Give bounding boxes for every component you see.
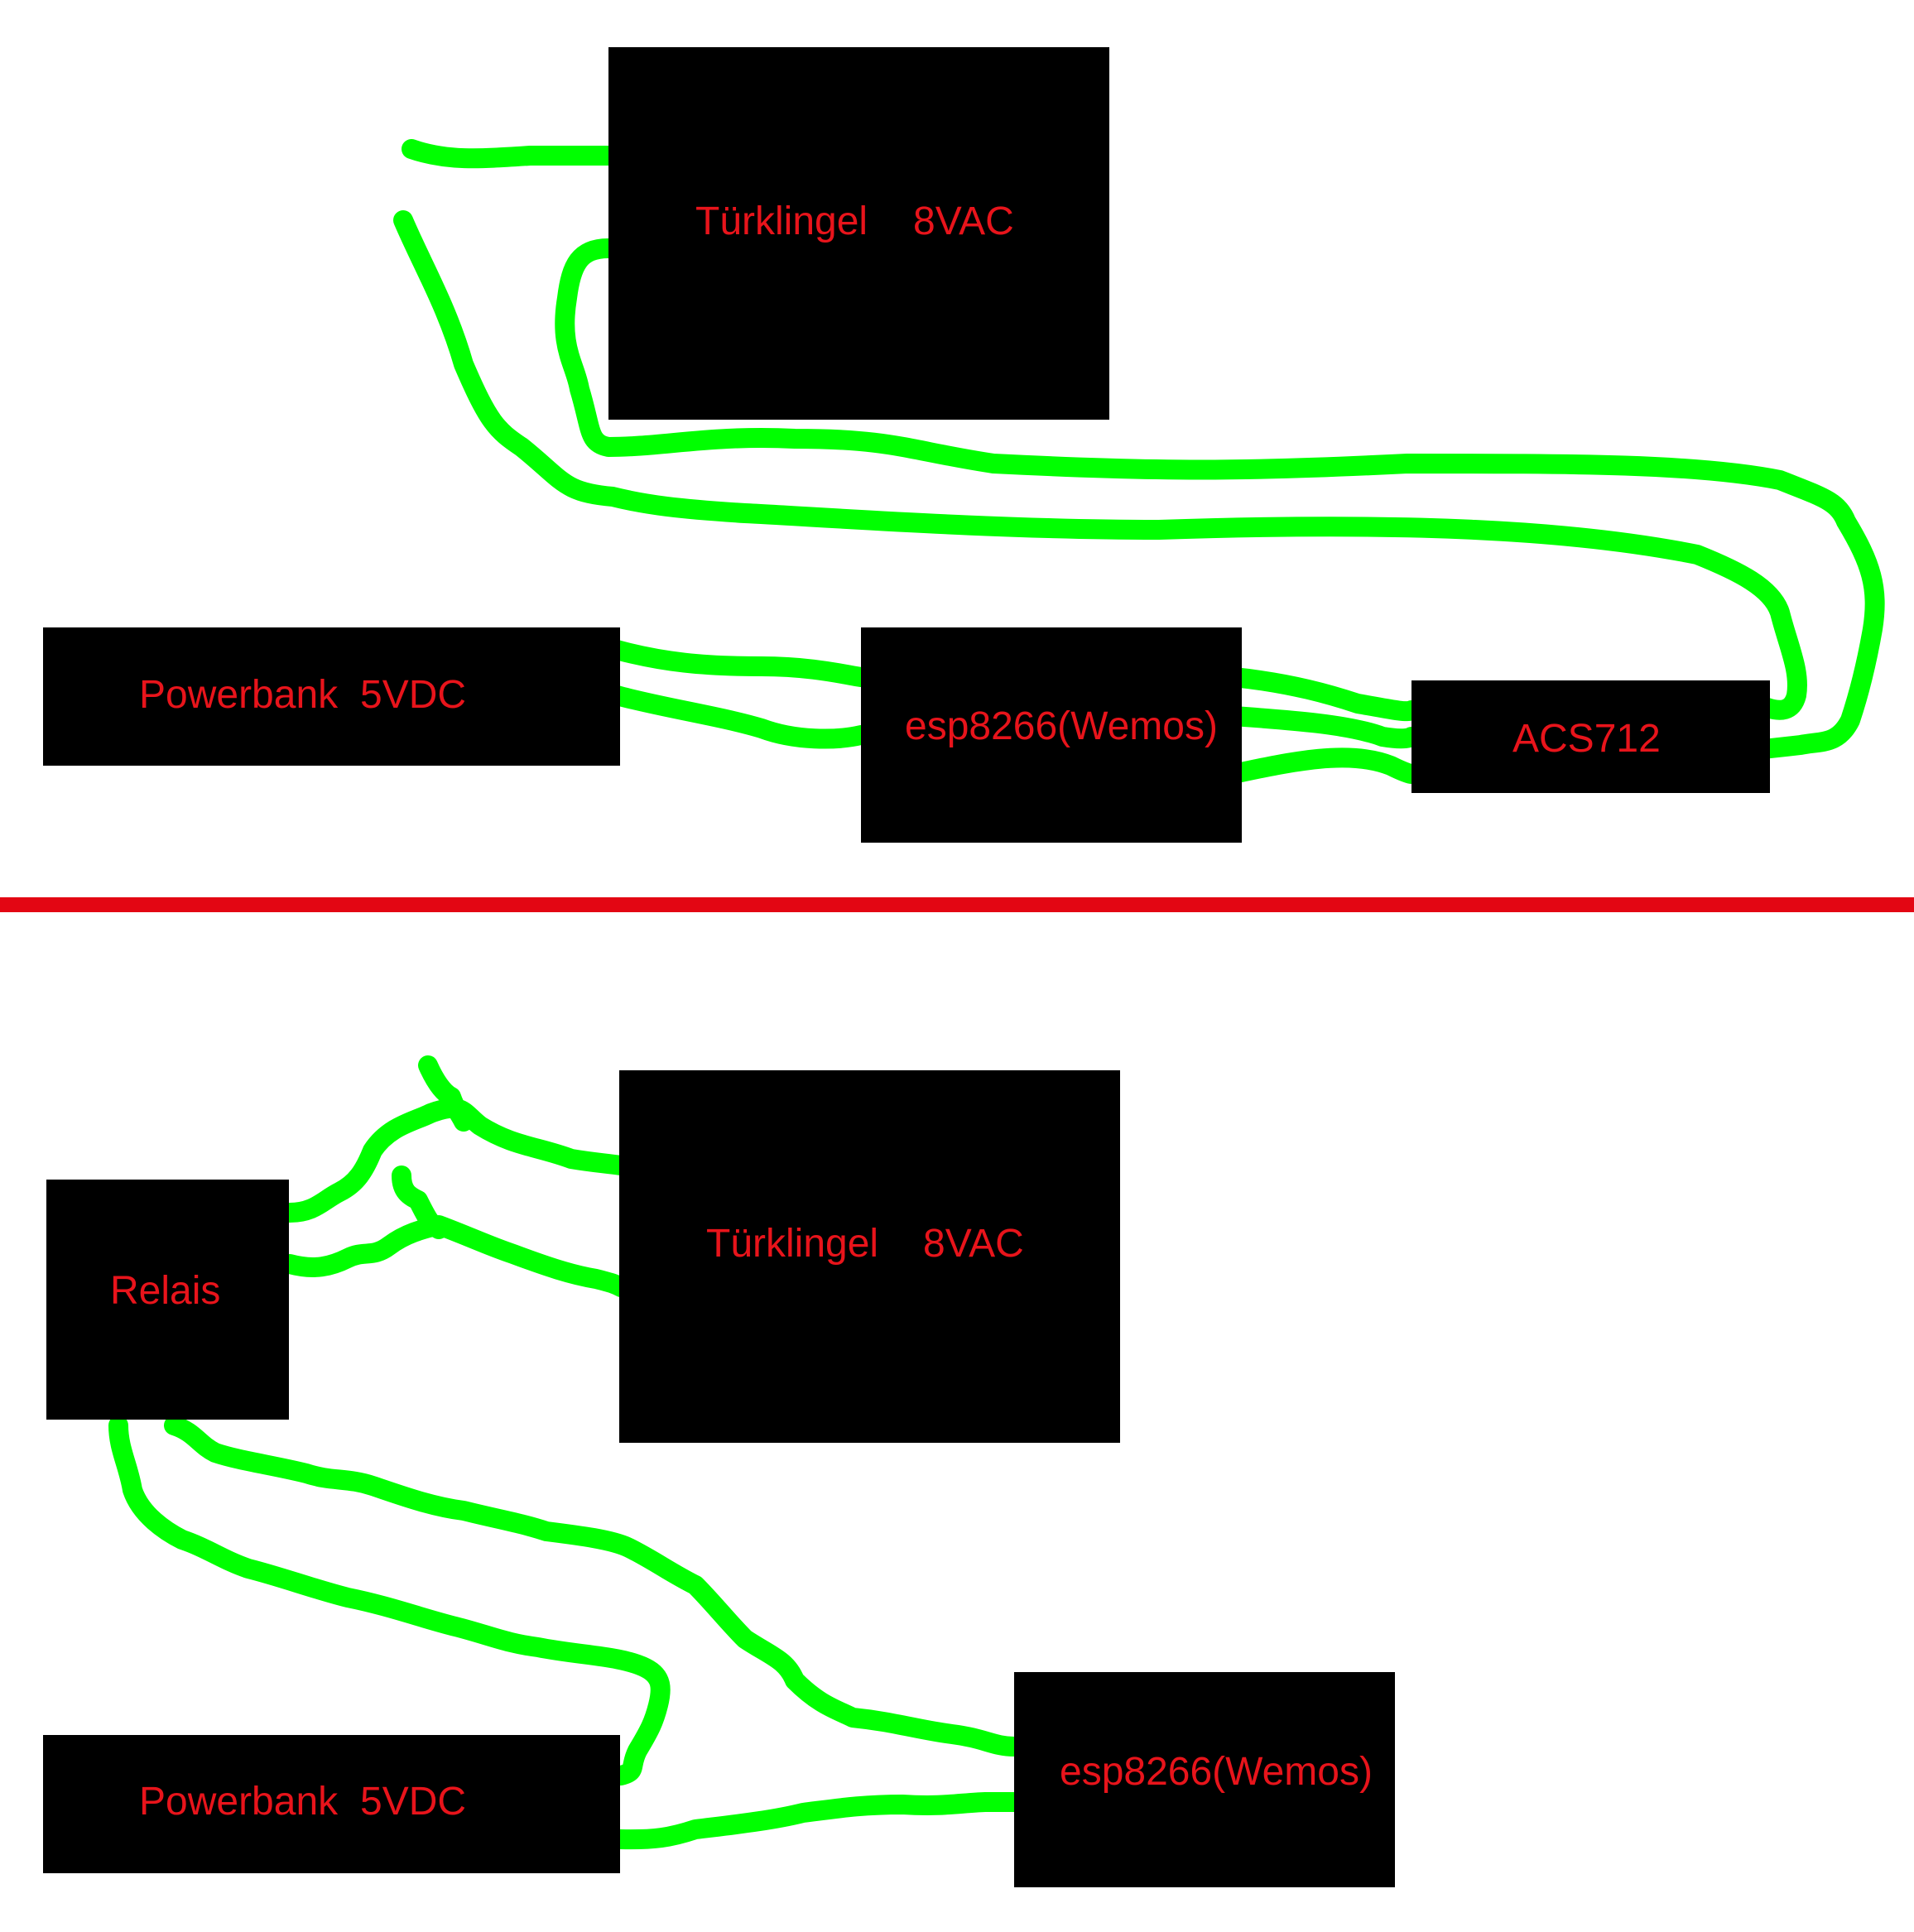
top-wire-doorbell-loose-2 [393, 210, 1807, 720]
bottom-powerbank-voltage: 5VDC [360, 1780, 466, 1824]
top-doorbell-name: Türklingel [695, 199, 868, 243]
bottom-wire-powerbank-esp [610, 1792, 1024, 1850]
bottom-doorbell-voltage: 8VAC [923, 1222, 1024, 1266]
bottom-wires [108, 1055, 1024, 1850]
top-doorbell-rect [608, 47, 1109, 420]
top-wire-powerbank-esp-2 [607, 685, 871, 749]
bottom-wire-doorbell-loose-1 [418, 1055, 474, 1132]
top-acs712-box: ACS712 [1411, 680, 1770, 793]
bottom-esp-name: esp8266(Wemos) [1060, 1750, 1373, 1794]
section-divider [0, 897, 1914, 912]
bottom-wire-relay-doorbell-2 [280, 1215, 631, 1297]
top-powerbank-rect [43, 627, 620, 766]
top-esp-rect [861, 627, 1242, 843]
bottom-relay-box: Relais [46, 1180, 289, 1420]
top-acs712-rect [1411, 680, 1770, 793]
bottom-wire-relay-powerbank [108, 1415, 671, 1785]
top-powerbank-box: Powerbank 5VDC [43, 627, 620, 766]
bottom-powerbank-box: Powerbank 5VDC [43, 1735, 620, 1873]
top-powerbank-voltage: 5VDC [360, 673, 466, 717]
bottom-doorbell-name: Türklingel [706, 1222, 878, 1266]
top-wire-esp-acs-2 [1224, 706, 1421, 749]
top-wire-doorbell-loop [555, 238, 1885, 759]
bottom-relay-name: Relais [110, 1269, 220, 1313]
top-wire-esp-acs-3 [1224, 747, 1421, 784]
top-wire-powerbank-esp-1 [607, 640, 871, 687]
bottom-relay-rect [46, 1180, 289, 1420]
top-wire-esp-acs-1 [1224, 667, 1421, 722]
top-doorbell-voltage: 8VAC [913, 199, 1014, 243]
top-doorbell-box: Türklingel 8VAC [608, 47, 1109, 420]
bottom-doorbell-box: Türklingel 8VAC [619, 1070, 1120, 1443]
bottom-powerbank-name: Powerbank [139, 1780, 339, 1824]
bottom-esp-rect [1014, 1672, 1395, 1887]
bottom-powerbank-rect [43, 1735, 620, 1873]
top-acs712-name: ACS712 [1512, 717, 1661, 761]
top-powerbank-name: Powerbank [139, 673, 339, 717]
top-esp-name: esp8266(Wemos) [905, 704, 1218, 748]
bottom-doorbell-rect [619, 1070, 1120, 1443]
bottom-wire-relay-doorbell-1 [280, 1098, 631, 1223]
top-wire-doorbell-loose-1 [402, 139, 618, 169]
bottom-esp-box: esp8266(Wemos) [1014, 1672, 1395, 1887]
bottom-wire-relay-esp [164, 1415, 1024, 1757]
bottom-wire-doorbell-loose-2 [392, 1165, 449, 1239]
top-wires [393, 139, 1885, 784]
top-esp-box: esp8266(Wemos) [861, 627, 1242, 843]
